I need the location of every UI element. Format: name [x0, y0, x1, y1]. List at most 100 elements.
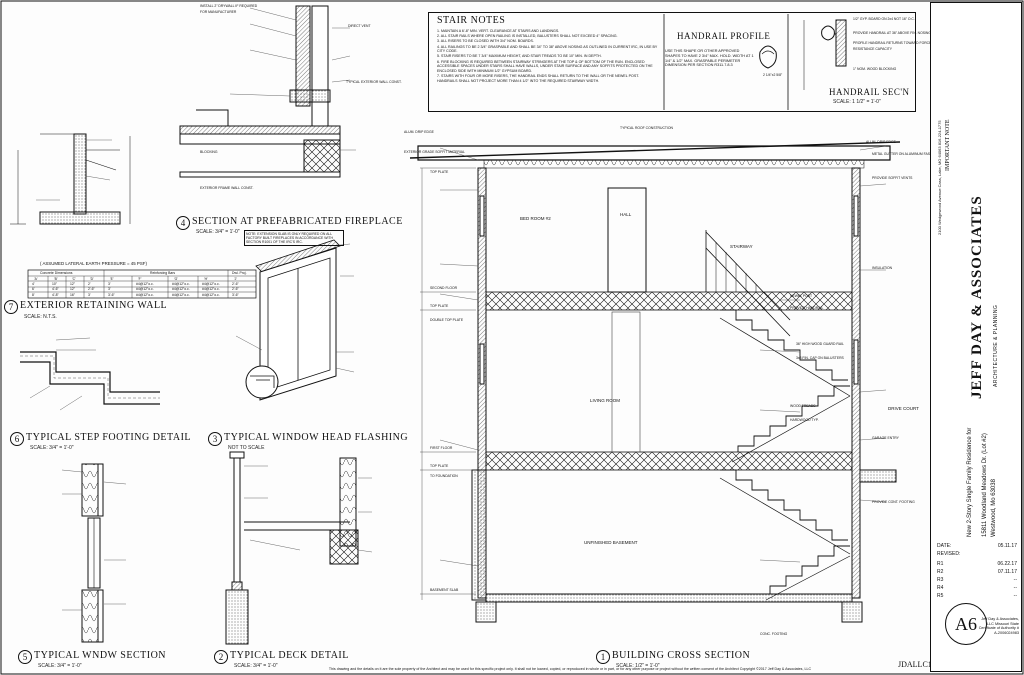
retaining-table-cell: 3': [88, 292, 91, 297]
plan-id: JDALLC1732: [898, 660, 944, 669]
important-note-heading: IMPORTANT NOTE: [945, 119, 951, 171]
retaining-table-cell: 3'-6": [108, 292, 115, 297]
retaining-table-cell: #4@12"o.c.: [136, 292, 154, 297]
fireplace-detail: [179, 5, 356, 178]
retaining-table-header: 'A': [34, 277, 38, 281]
fireplace-callout-2: FOR MANUFACTURER: [200, 10, 237, 14]
handrail-profile-note: USE THIS SHAPE OR OTHER APPROVED SHAPES …: [665, 49, 754, 68]
stair-note-3: 3. ALL RISERS TO BE CLOSED WITH 3/4" NOM…: [437, 39, 534, 44]
retaining-table-caption: ( ASSUMED LATERAL EARTH PRESSURE = 45 PS…: [40, 261, 147, 266]
retaining-detail-number: 7: [4, 300, 18, 314]
stair-note-5: 5. STAIR RISERS TO BE 7 3/4" MAXIMUM HEI…: [437, 54, 602, 59]
handrail-section-title: Handrail Sec'n: [829, 87, 910, 97]
section-callout: 3x8 FIN. CAP ON BALUSTERS: [796, 356, 844, 360]
level-8: BASEMENT SLAB: [430, 588, 459, 592]
level-5: FIRST FLOOR: [430, 446, 453, 450]
window-section-detail-number: 5: [18, 650, 32, 664]
window-head-detail-title: Typical Window Head Flashing: [224, 432, 409, 443]
step-footing-detail-number: 6: [10, 432, 24, 446]
section-callout: 36" HIGH WOOD GUARD RAIL: [796, 342, 844, 346]
retaining-table-cell: #4@12"o.c.: [172, 282, 190, 286]
retaining-table-header: 'D': [90, 277, 94, 281]
revision-number: R4: [937, 585, 944, 591]
retaining-table-cell: 2'-6": [232, 287, 239, 292]
section-callout: METAL GUTTER ON ALUMINUM FASCIA: [872, 152, 936, 156]
window-head-detail-number: 3: [208, 432, 222, 446]
step-footing-detail: [20, 337, 160, 411]
retaining-table-cell: 3': [108, 287, 111, 292]
fireplace-callout-4: TYPICAL EXTERIOR WALL CONST.: [346, 80, 402, 84]
window-head-detail-scale: NOT TO SCALE: [228, 445, 265, 451]
level-4: DOUBLE TOP PLATE: [430, 318, 464, 322]
revision-number: R5: [937, 593, 944, 599]
stair-note-7: 7. STAIRS WITH FOUR OR MORE RISERS, THE …: [437, 73, 640, 83]
retaining-table-cell: 4'-6": [52, 287, 59, 292]
revision-number: R3: [937, 577, 944, 583]
retaining-detail-scale: SCALE: N.T.S.: [24, 314, 57, 320]
section-level-lines: [420, 167, 476, 600]
sheet-number: A6: [945, 603, 987, 645]
retaining-table-cell: 12": [70, 282, 75, 286]
revision-date: 06.22.17: [997, 561, 1017, 567]
stair-notes-box: Stair Notes 1. MAINTAIN A 6'-8" MIN. VER…: [428, 12, 931, 112]
section-callout: PROVIDE HANDRAIL: [790, 306, 824, 310]
fireplace-detail-scale: SCALE: 3/4" = 1'-0": [196, 229, 240, 235]
deck-detail-number: 2: [214, 650, 228, 664]
retaining-table-cell: #4@12"o.c.: [136, 282, 154, 286]
level-2: SECOND FLOOR: [430, 286, 458, 290]
deck-detail-title: Typical Deck Detail: [230, 650, 349, 661]
retaining-table-cell: 10": [52, 282, 57, 286]
stair-note-6: 6. FIRE BLOCKING IS REQUIRED BETWEEN STA…: [437, 59, 653, 73]
stair-note-1: 1. MAINTAIN A 6'-8" MIN. VERT. CLEARANCE…: [437, 29, 560, 33]
stair-notes-list: 1. MAINTAIN A 6'-8" MIN. VERT. CLEARANCE…: [437, 29, 659, 84]
section-callout: WOOD TREADS: [790, 404, 816, 408]
room-basement: UNFINISHED BASEMENT: [584, 540, 638, 545]
revision-date: --: [1013, 577, 1017, 583]
fireplace-callout-5: BLOCKING: [200, 150, 218, 154]
project-title: New 2-Story Single Family Residence for: [967, 427, 973, 537]
section-callout: CONC. FOOTING: [760, 632, 788, 636]
handrail-profile-title: Handrail Profile: [677, 31, 771, 41]
firm-name: JEFF DAY & ASSOCIATES: [969, 195, 985, 399]
retaining-wall-detail: [10, 133, 257, 299]
handrail-section-label-3: PROFILE HANDRAIL RETURNS TOWARD FORCE: [853, 41, 932, 45]
fireplace-detail-number: 4: [176, 216, 190, 230]
window-head-detail: [235, 239, 355, 401]
revision-date: 07.11.17: [997, 569, 1017, 575]
retaining-table-cell: #4@12"o.c.: [202, 292, 220, 297]
retaining-table-cell: #4@12"o.c.: [136, 287, 154, 292]
retaining-table-header: 'E': [110, 277, 114, 281]
section-callout: TYPICAL ROOF CONSTRUCTION: [620, 126, 673, 130]
room-bed2: BED ROOM #2: [520, 216, 551, 221]
retaining-table-group-2: Reinforcing Bars: [150, 271, 176, 275]
building-section-scale: SCALE: 1/2" = 1'-0": [616, 663, 660, 669]
room-living: LIVING ROOM: [590, 398, 621, 403]
handrail-section-scale: SCALE: 1 1/2" = 1'-0": [833, 99, 881, 105]
stair-note-2: 2. ALL STAIR RAILS WHERE OPEN RAILING IS…: [437, 34, 618, 39]
fireplace-detail-title: Section at Prefabricated Fireplace: [192, 216, 403, 227]
retaining-table-group-1: Concrete Dimensions: [40, 271, 73, 275]
room-drive: DRIVE COURT: [888, 406, 919, 411]
revision-row: R4--: [937, 585, 1017, 591]
stair-note-4: 4. ALL RAILINGS TO BE 2 3/4" GRASPABLE A…: [437, 44, 658, 54]
level-3: TOP PLATE: [430, 304, 449, 308]
deck-detail: [225, 451, 373, 645]
retaining-table-header: 'F': [138, 277, 142, 281]
fireplace-note: NOTE: EXTENSION SLAB IS ONLY REQUIRED ON…: [244, 230, 344, 246]
revision-number: R2: [937, 569, 944, 575]
section-callout: HARDWOOD TYP.: [790, 418, 819, 422]
retaining-table-group-3: Dwl. Proj.: [232, 271, 247, 275]
room-stairway: STAIRWAY: [730, 244, 753, 249]
revision-row: R5--: [937, 593, 1017, 599]
date-label: DATE:: [937, 543, 952, 549]
retaining-table-cell: 8': [32, 292, 35, 297]
fireplace-callout-3: DIRECT VENT: [348, 24, 371, 28]
retaining-detail-title: Exterior Retaining Wall: [20, 300, 168, 311]
retaining-table-header: 'H': [204, 277, 208, 281]
level-1: TOP PLATE: [430, 170, 449, 174]
building-section-title: Building Cross Section: [612, 650, 751, 661]
building-section-detail: [409, 141, 901, 623]
firm-address: 2100 Wedgewood Avenue Cass, Lake, MO 640…: [937, 120, 942, 235]
